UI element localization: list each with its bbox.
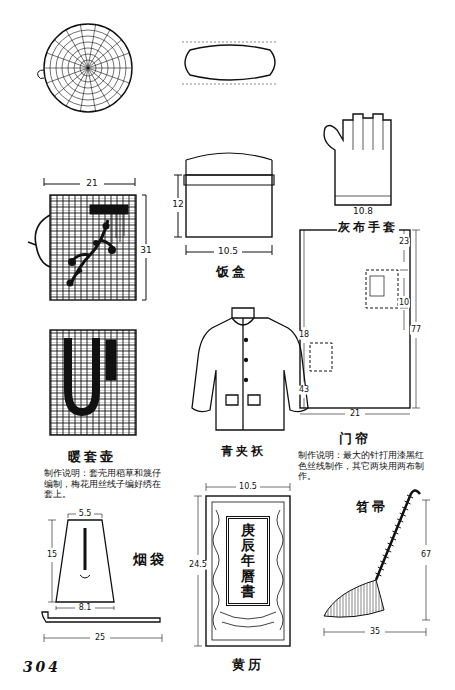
dimension: 8.1 <box>78 604 93 613</box>
dimension: 24.5 <box>188 561 208 570</box>
spout <box>35 215 50 267</box>
curtain-pocket <box>310 343 332 371</box>
item-name: 饭盒 <box>215 265 249 279</box>
tassel <box>112 214 124 244</box>
dimension: 77 <box>410 326 422 335</box>
dimension: 5.5 <box>78 510 93 519</box>
back-tab <box>106 340 116 380</box>
dimension: 10.5 <box>217 247 239 257</box>
dimension: 10.8 <box>352 207 374 217</box>
item-name: 304 <box>22 660 62 675</box>
tea-cozy-front <box>50 195 136 300</box>
item-name: 暖套壶 <box>67 450 117 464</box>
item-name: 青夹袄 <box>220 445 267 458</box>
dimension: 10.5 <box>238 483 258 492</box>
dimension: 21 <box>349 410 361 419</box>
glove <box>324 114 391 205</box>
dimension: 43 <box>298 386 310 395</box>
pipe <box>42 612 160 622</box>
lunchbox-body <box>186 175 272 237</box>
broom-bristles <box>324 580 384 617</box>
dimension: 67 <box>420 551 432 560</box>
dimension: 10 <box>398 299 410 308</box>
almanac <box>206 496 290 646</box>
dimension-line <box>412 230 420 408</box>
item-name: 笤帚 <box>355 500 389 514</box>
item-name: 黄历 <box>231 658 265 672</box>
lunchbox-handle <box>186 153 272 175</box>
lid-loop <box>38 70 44 79</box>
dimension: 23 <box>398 238 410 247</box>
dimension: 31 <box>139 246 152 256</box>
plum-branch <box>70 220 114 285</box>
curtain-pocket <box>366 270 398 308</box>
dimension: 12 <box>171 200 184 210</box>
item-name: 门帘 <box>338 432 372 446</box>
dragon-border <box>213 510 283 630</box>
almanac-title-panel: 庚辰年曆書 <box>226 516 270 606</box>
almanac-title: 庚辰年曆書 <box>241 523 255 600</box>
dimension: 35 <box>369 628 381 637</box>
back-strap <box>68 338 96 412</box>
plum-blossoms <box>67 223 117 287</box>
item-name: 灰布手套 <box>337 221 399 234</box>
dimension: 25 <box>94 634 106 643</box>
tea-cozy-back <box>50 330 136 435</box>
dark-band <box>90 205 128 214</box>
pouch-slot <box>84 528 87 570</box>
tobacco-pouch <box>56 520 114 602</box>
jacket <box>192 308 308 430</box>
lunchbox-rim <box>184 175 274 185</box>
dimension: 15 <box>46 551 58 560</box>
teapot-lid <box>44 24 132 112</box>
dimension: 18 <box>298 331 310 340</box>
note: 制作说明：最大的针打用漆黑红色丝线制作，其它两块用两布制作。 <box>298 450 428 482</box>
dimension: 21 <box>85 179 98 189</box>
door-curtain <box>300 230 410 408</box>
lunchbox-lid <box>185 45 275 80</box>
note: 制作说明：套壳用稻草和篾仔编制，梅花用丝线子编好绣在套上。 <box>44 468 168 500</box>
item-name: 烟袋 <box>132 552 168 567</box>
